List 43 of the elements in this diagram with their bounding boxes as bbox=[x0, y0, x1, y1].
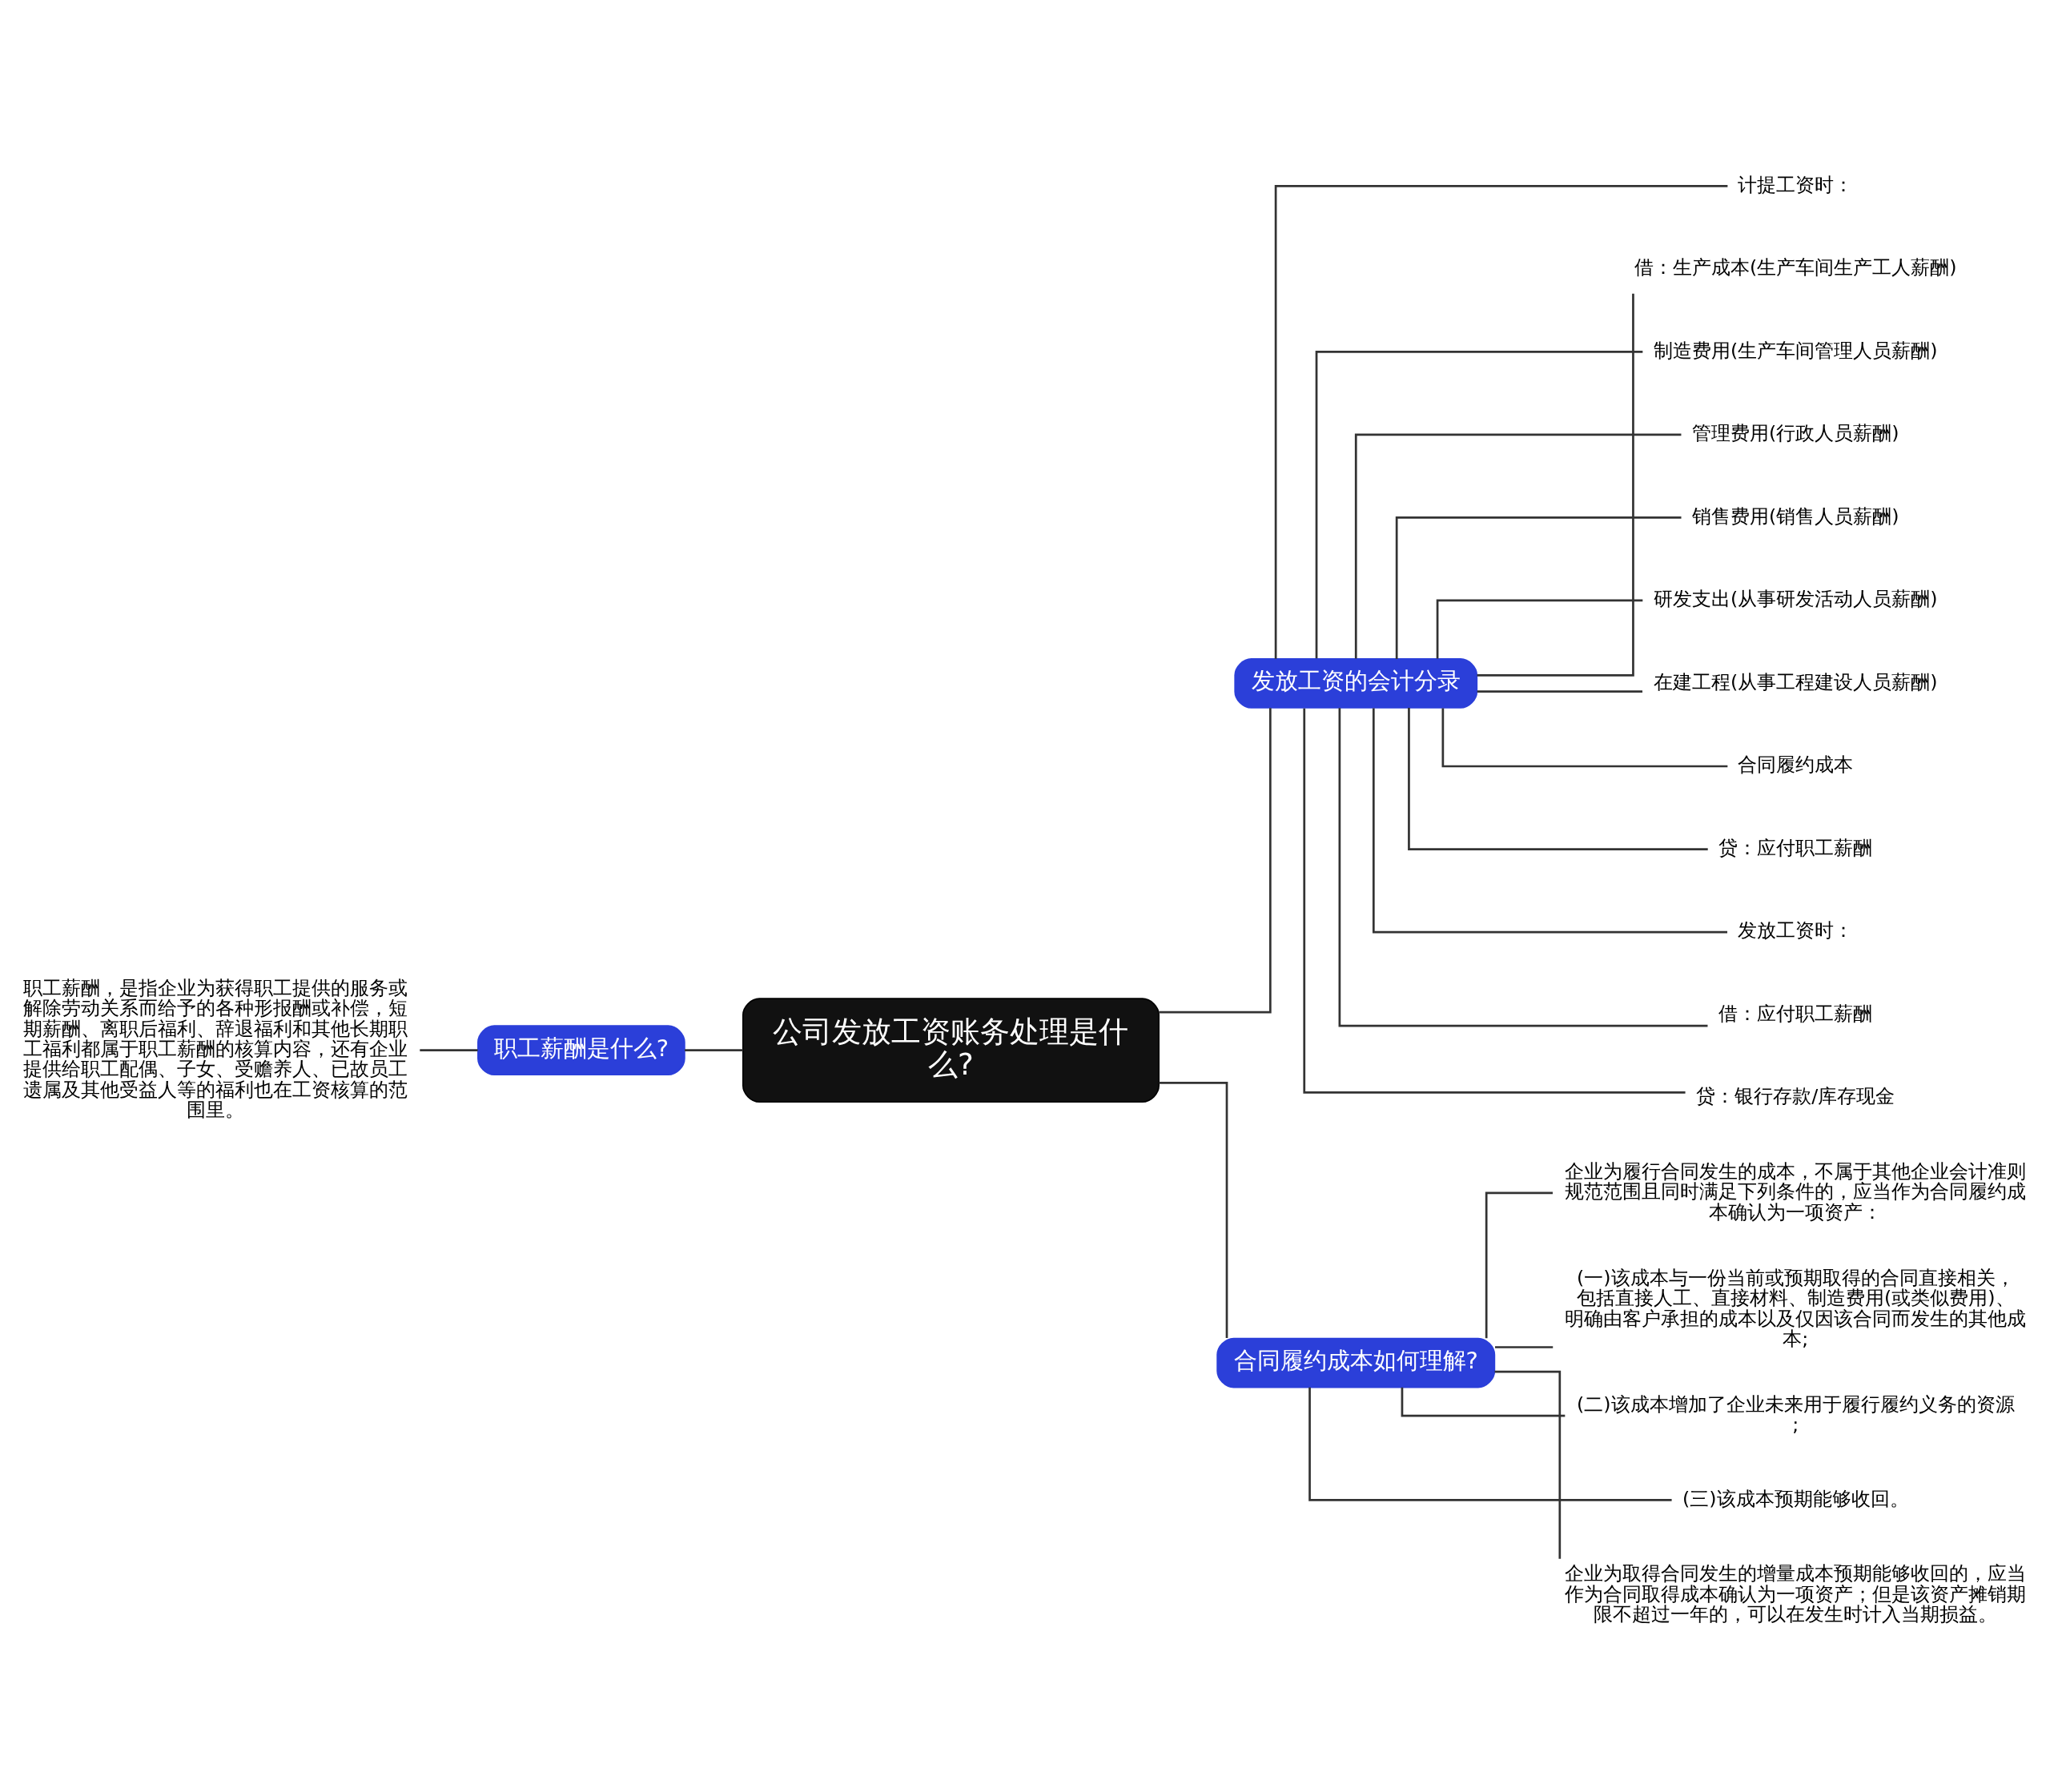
connector bbox=[1494, 1345, 1554, 1348]
node-text: 研发支出(从事研发活动人员薪酬) bbox=[1653, 587, 1938, 610]
connector bbox=[1372, 707, 1727, 933]
node-box: 职工薪酬是什么? bbox=[477, 1024, 685, 1075]
connector bbox=[420, 1048, 478, 1051]
node-text: 借：生产成本(生产车间生产工人薪酬) bbox=[1634, 255, 1957, 279]
node-box: 公司发放工资账务处理是什么? bbox=[742, 997, 1160, 1103]
connector bbox=[1338, 707, 1708, 1027]
connector bbox=[1477, 689, 1643, 693]
connector bbox=[1159, 1081, 1228, 1338]
node-text: 企业为履行合同发生的成本，不属于其他企业会计准则规范范围且同时满足下列条件的，应当作为合同履约成本确认为一项资产： bbox=[1565, 1159, 2027, 1223]
connector bbox=[1441, 708, 1728, 767]
connector bbox=[1308, 1387, 1672, 1501]
node-text: (二)该成本增加了企业未来用于履行履约义务的资源; bbox=[1576, 1392, 2015, 1436]
node-text: 借：应付职工薪酬 bbox=[1718, 1002, 1873, 1025]
node-text: 发放工资时： bbox=[1738, 918, 1854, 942]
connector bbox=[1159, 707, 1272, 1014]
connector bbox=[1395, 516, 1682, 659]
node-text: 贷：应付职工薪酬 bbox=[1718, 836, 1873, 859]
node-text: (一)该成本与一份当前或预期取得的合同直接相关，包括直接人工、直接材料、制造费用(或类似费用)、明确由客户承担的成本以及仅因该合同而发生的其他成本; bbox=[1565, 1266, 2027, 1350]
connector bbox=[685, 1048, 743, 1051]
node-text: 在建工程(从事工程建设人员薪酬) bbox=[1653, 670, 1938, 693]
node-box: 合同履约成本如何理解? bbox=[1216, 1337, 1496, 1388]
connector bbox=[1303, 708, 1686, 1094]
node-text: 合同履约成本 bbox=[1738, 753, 1854, 776]
node-text: 贷：银行存款/库存现金 bbox=[1696, 1084, 1895, 1107]
node-text: (三)该成本预期能够收回。 bbox=[1682, 1487, 1909, 1510]
connector bbox=[1436, 599, 1643, 658]
connector bbox=[1315, 350, 1643, 658]
node-text: 企业为取得合同发生的增量成本预期能够收回的，应当作为合同取得成本确认为一项资产；但是该资产摊销期限不超过一年的，可以在发生时计入当期损益。 bbox=[1565, 1561, 2027, 1625]
connector bbox=[1494, 1370, 1562, 1559]
connector bbox=[1274, 184, 1728, 659]
connector bbox=[1477, 293, 1634, 677]
node-text: 销售费用(销售人员薪酬) bbox=[1691, 504, 1899, 528]
node-text: 管理费用(行政人员薪酬) bbox=[1691, 421, 1899, 444]
connector bbox=[1401, 1387, 1566, 1417]
node-box: 发放工资的会计分录 bbox=[1234, 657, 1478, 709]
connector bbox=[1354, 433, 1682, 659]
node-text: 制造费用(生产车间管理人员薪酬) bbox=[1653, 339, 1938, 362]
connector bbox=[1485, 1191, 1553, 1338]
connector bbox=[1408, 707, 1708, 850]
node-text: 职工薪酬，是指企业为获得职工提供的服务或解除劳动关系而给予的各种形报酬或补偿，短期薪酬、离职后福利、辞退福利和其他长期职工福利都属于职工薪酬的核算内容，还有企业提供给职工配偶、子女、受赡养人、已故员工遗属及其他受益人等的福利也在工资核算的范围里。 bbox=[23, 976, 408, 1121]
node-text: 计提工资时： bbox=[1738, 173, 1854, 196]
